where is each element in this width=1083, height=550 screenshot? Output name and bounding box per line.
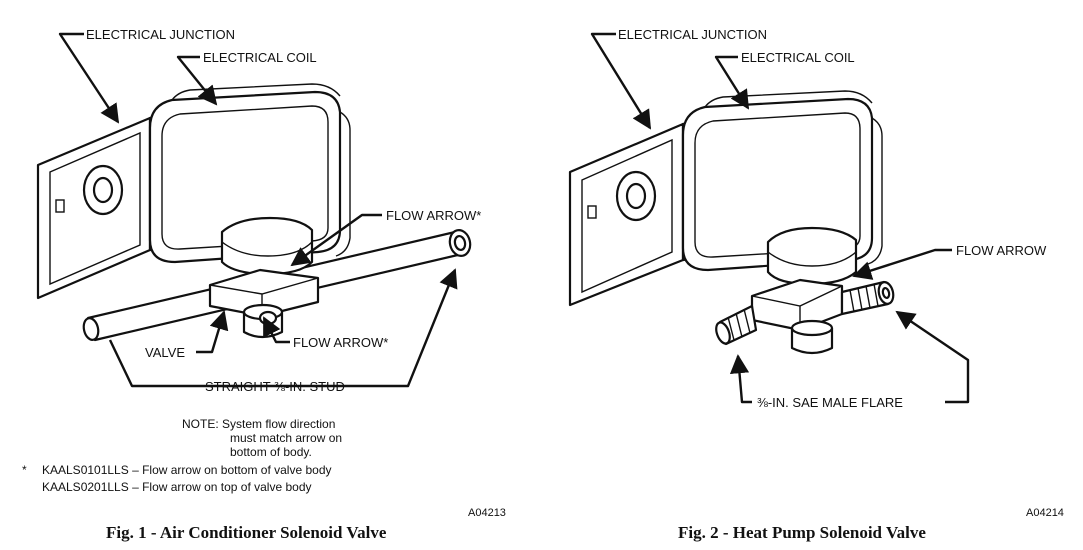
fig1-note-line1: NOTE: System flow direction	[182, 417, 335, 431]
fig2-label-electrical-coil: ELECTRICAL COIL	[741, 50, 855, 65]
fig2-valve-body	[750, 226, 858, 355]
fig1-leaders	[58, 32, 458, 388]
fig2-leaders	[590, 32, 970, 404]
fig2-figure-code: A04214	[1026, 507, 1064, 519]
fig2-electrical-junction-box	[568, 120, 700, 307]
fig2-label-electrical-junction: ELECTRICAL JUNCTION	[618, 27, 767, 42]
fig2-label-flare: ⅜-IN. SAE MALE FLARE	[757, 395, 903, 410]
fig1-label-valve: VALVE	[145, 345, 185, 360]
fig1-footnote-line1: KAALS0101LLS – Flow arrow on bottom of v…	[42, 463, 332, 477]
fig2-flare-fittings	[715, 280, 895, 346]
fig2-label-flow-arrow: FLOW ARROW	[956, 243, 1047, 258]
fig1-label-electrical-coil: ELECTRICAL COIL	[203, 50, 317, 65]
fig1-note-line2: must match arrow on	[230, 431, 342, 445]
fig1-label-electrical-junction: ELECTRICAL JUNCTION	[86, 27, 235, 42]
fig1-footnote-star: *	[22, 463, 27, 477]
fig1-label-flow-arrow-bottom: FLOW ARROW*	[293, 335, 388, 350]
fig1-note-line3: bottom of body.	[230, 445, 312, 459]
fig2-heat-pump-valve: ELECTRICAL JUNCTION ELECTRICAL COIL FLOW…	[568, 27, 1064, 542]
fig1-label-stud: STRAIGHT ⅜-IN. STUD	[205, 379, 345, 394]
fig1-figure-code: A04213	[468, 507, 506, 519]
fig1-electrical-junction-box	[36, 114, 167, 300]
fig1-air-conditioner-valve: ELECTRICAL JUNCTION ELECTRICAL COIL FLOW…	[22, 27, 506, 542]
fig1-caption: Fig. 1 - Air Conditioner Solenoid Valve	[106, 523, 387, 542]
fig2-electrical-coil	[681, 90, 883, 272]
fig1-label-flow-arrow-top: FLOW ARROW*	[386, 208, 481, 223]
fig1-footnote-line2: KAALS0201LLS – Flow arrow on top of valv…	[42, 480, 312, 494]
fig2-caption: Fig. 2 - Heat Pump Solenoid Valve	[678, 523, 926, 542]
